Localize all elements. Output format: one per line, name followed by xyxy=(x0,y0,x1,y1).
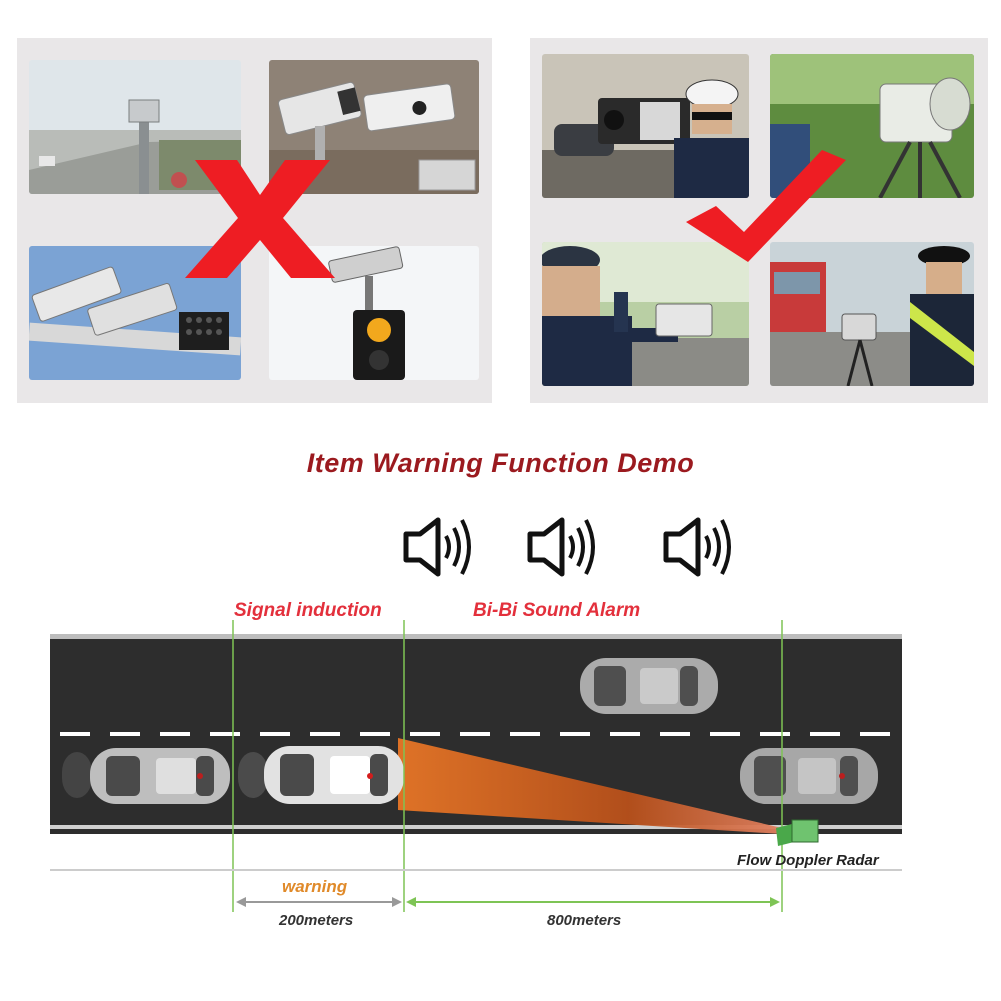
demo-title: Item Warning Function Demo xyxy=(306,448,695,478)
car-4 xyxy=(740,748,878,804)
roadside-pole-camera-photo xyxy=(29,60,241,194)
officer-tripod-radar-truck-photo xyxy=(770,242,974,386)
speaker-icon xyxy=(663,517,731,577)
security-cameras-photo xyxy=(269,60,479,194)
signal-induction-label: Signal induction xyxy=(234,600,382,621)
officer-handheld-radar-photo xyxy=(542,54,749,198)
sound-alarm-label: Bi-Bi Sound Alarm xyxy=(473,600,641,621)
lane-divider xyxy=(60,732,890,736)
distance-800-label: 800meters xyxy=(547,912,622,929)
distance-arrow-200 xyxy=(236,897,402,907)
checkmark-icon xyxy=(686,150,846,262)
distance-arrow-800 xyxy=(406,897,780,907)
warning-label: warning xyxy=(282,877,348,896)
officer-aiming-radar-photo xyxy=(542,242,749,386)
speaker-icon xyxy=(403,517,471,577)
car-2 xyxy=(238,746,404,804)
doppler-radar-label: Flow Doppler Radar xyxy=(737,852,879,869)
speaker-icon xyxy=(527,517,595,577)
car-1 xyxy=(62,748,230,804)
doppler-radar-device xyxy=(776,819,819,846)
car-3 xyxy=(580,658,718,714)
cross-icon xyxy=(185,160,335,278)
radar-beam xyxy=(398,738,782,834)
road-scene xyxy=(50,620,902,912)
distance-200-label: 200meters xyxy=(279,912,354,929)
